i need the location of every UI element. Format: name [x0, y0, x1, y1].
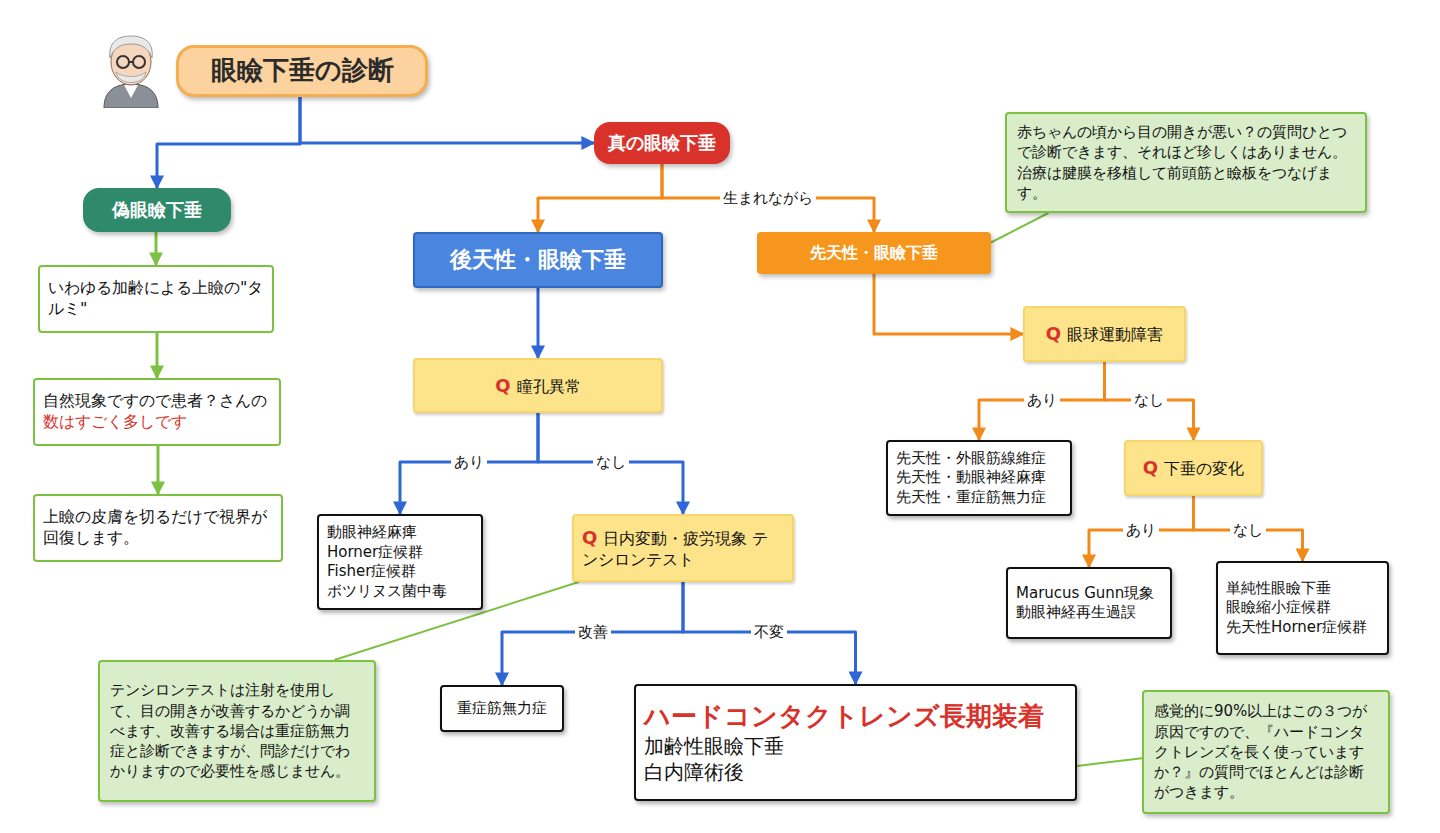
doctor-icon	[98, 32, 164, 108]
edge-label: なし	[593, 453, 629, 471]
flow-arrow	[874, 274, 1023, 334]
process-box: 動眼神経麻痺Horner症候群Fisher症候群ボツリヌス菌中毒	[317, 514, 483, 610]
flow-arrow	[538, 413, 683, 514]
flow-arrow	[662, 164, 874, 232]
decision-box: Q 瞳孔異常	[413, 358, 663, 413]
decision-box: Q日内変動・疲労現象 テンシロンテスト	[572, 514, 794, 582]
node-text: 先天性・外眼筋線維症	[896, 449, 1046, 469]
node-text: 日内変動・疲労現象 テンシロンテスト	[582, 529, 768, 569]
flow-arrow	[156, 333, 159, 378]
flow-arrow	[537, 288, 540, 358]
node-text: 眼球運動障害	[1067, 325, 1163, 344]
node-text: 単純性眼瞼下垂	[1226, 579, 1331, 599]
process-box: 後天性・眼瞼下垂	[413, 232, 663, 288]
callout-box: 赤ちゃんの頃から目の開きが悪い？の質問ひとつで診断できます、それほど珍しくはあり…	[1005, 112, 1367, 213]
process-box: 上瞼の皮膚を切るだけで視界が回復します。	[33, 494, 283, 562]
flow-arrow	[400, 413, 538, 514]
text-row: Q 眼球運動障害	[1046, 322, 1163, 346]
process-box: 真の眼瞼下垂	[594, 122, 730, 164]
node-text: 先天性・動眼神経麻痺	[896, 468, 1046, 488]
flow-arrow	[157, 97, 300, 188]
node-text: テンシロンテストは注射を使用して、目の開きが改善するかどうか調べます、改善する場…	[110, 680, 364, 781]
process-box: 先天性・外眼筋線維症先天性・動眼神経麻痺先天性・重症筋無力症	[886, 440, 1072, 516]
text-row: Q日内変動・疲労現象 テンシロンテスト	[582, 526, 784, 571]
process-box: 重症筋無力症	[440, 685, 564, 732]
node-text: 真の眼瞼下垂	[608, 131, 716, 154]
callout-box: 感覚的に90%以上はこの３つが原因ですので、『ハードコンタクトレンズを長く使って…	[1142, 690, 1390, 814]
flow-arrow	[979, 362, 1105, 440]
node-text: 偽眼瞼下垂	[112, 198, 202, 221]
process-box: いわゆる加齢による上瞼の"タルミ"	[38, 265, 274, 333]
node-text: 自然現象ですので患者？さんの	[43, 391, 267, 410]
question-mark: Q	[1046, 323, 1061, 344]
question-mark: Q	[495, 375, 510, 396]
node-text: 数はすごく多しです	[43, 412, 187, 431]
leader-line	[991, 213, 1048, 243]
question-mark: Q	[1143, 457, 1158, 478]
node-text: いわゆる加齢による上瞼の"タルミ"	[48, 278, 264, 320]
flow-arrow	[538, 164, 662, 232]
decision-box: Q 下垂の変化	[1124, 440, 1263, 496]
process-box: Marucus Gunn現象動眼神経再生過誤	[1006, 567, 1172, 639]
node-text: 動眼神経再生過誤	[1016, 603, 1136, 623]
edge-label: 不変	[751, 623, 787, 641]
leader-line	[1077, 758, 1142, 766]
process-box: 自然現象ですので患者？さんの数はすごく多しです	[33, 378, 281, 446]
edge-label: あり	[1123, 521, 1159, 539]
flow-arrow	[683, 582, 856, 684]
flow-arrow	[1194, 496, 1303, 561]
node-text: ハードコンタクトレンズ長期装着	[644, 700, 1044, 734]
question-mark: Q	[582, 527, 597, 548]
flow-arrow	[155, 232, 158, 265]
edge-label: なし	[1230, 521, 1266, 539]
decision-box: Q 眼球運動障害	[1023, 306, 1186, 362]
node-text: 先天性・重症筋無力症	[896, 488, 1046, 508]
edge-label: 生まれながら	[720, 189, 816, 207]
process-box: 単純性眼瞼下垂眼瞼縮小症候群先天性Horner症候群	[1216, 561, 1389, 655]
node-text: 感覚的に90%以上はこの３つが原因ですので、『ハードコンタクトレンズを長く使って…	[1154, 701, 1378, 802]
callout-box: テンシロンテストは注射を使用して、目の開きが改善するかどうか調べます、改善する場…	[98, 660, 376, 802]
edge-label: あり	[1024, 391, 1060, 409]
text-row: 自然現象ですので患者？さんの数はすごく多しです	[43, 391, 271, 433]
process-box: 眼瞼下垂の診断	[176, 45, 428, 97]
node-text: 下垂の変化	[1164, 459, 1244, 478]
node-text: 動眼神経麻痺	[327, 523, 417, 543]
node-text: Marucus Gunn現象	[1016, 584, 1154, 604]
node-text: ボツリヌス菌中毒	[327, 582, 447, 602]
node-text: 眼瞼下垂の診断	[211, 54, 394, 88]
flow-arrow	[157, 446, 160, 494]
node-text: 赤ちゃんの頃から目の開きが悪い？の質問ひとつで診断できます、それほど珍しくはあり…	[1017, 122, 1355, 203]
process-box: ハードコンタクトレンズ長期装着加齢性眼瞼下垂白内障術後	[634, 684, 1077, 801]
process-box: 偽眼瞼下垂	[83, 188, 231, 232]
node-text: 加齢性眼瞼下垂	[644, 733, 784, 759]
node-text: 瞳孔異常	[517, 377, 581, 396]
text-row: Q 下垂の変化	[1143, 456, 1244, 480]
node-text: 先天性・眼瞼下垂	[810, 243, 938, 264]
edge-label: あり	[451, 453, 487, 471]
node-text: 上瞼の皮膚を切るだけで視界が回復します。	[43, 507, 273, 549]
node-text: 眼瞼縮小症候群	[1226, 598, 1331, 618]
node-text: 重症筋無力症	[457, 699, 547, 719]
node-text: 後天性・眼瞼下垂	[450, 246, 626, 275]
node-text: 白内障術後	[644, 759, 744, 785]
process-box: 先天性・眼瞼下垂	[757, 232, 991, 274]
node-text: 先天性Horner症候群	[1226, 618, 1367, 638]
flow-arrow	[1105, 362, 1194, 440]
text-row: Q 瞳孔異常	[495, 374, 580, 398]
flow-arrow	[1089, 496, 1194, 567]
edge-label: 改善	[575, 623, 611, 641]
edge-label: なし	[1131, 391, 1167, 409]
node-text: Horner症候群	[327, 543, 423, 563]
flow-arrow	[300, 97, 594, 143]
node-text: Fisher症候群	[327, 562, 416, 582]
